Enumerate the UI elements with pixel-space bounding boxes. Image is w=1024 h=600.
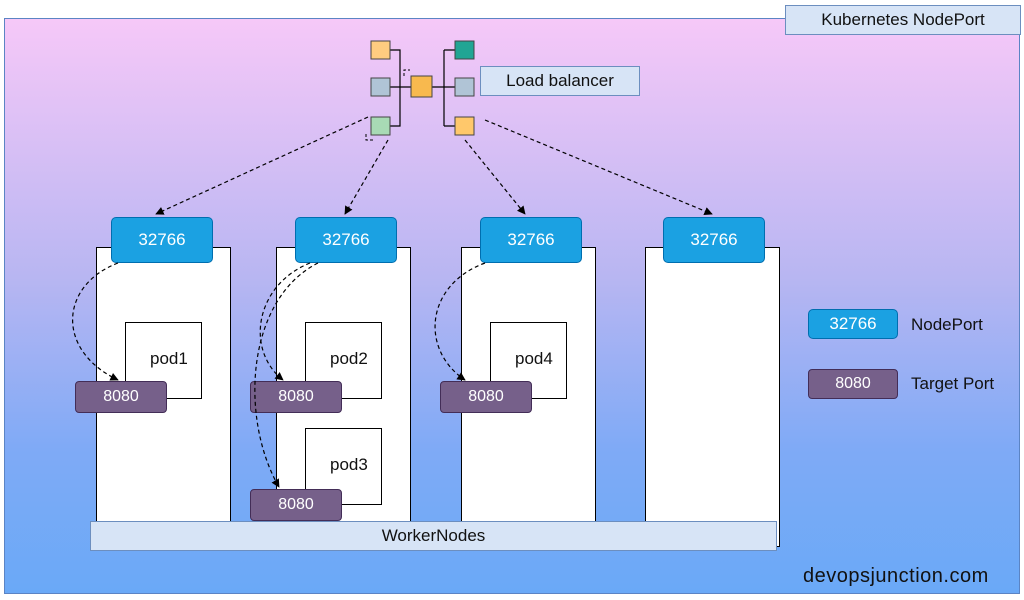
load-balancer-label: Load balancer — [480, 66, 640, 96]
lb-to-node-4-arrow — [484, 119, 713, 215]
brand-watermark: devopsjunction.com — [803, 565, 989, 587]
lb-to-node-3-arrow — [464, 139, 526, 215]
pod-label: pod2 — [330, 349, 368, 368]
load-balancer-icon — [365, 40, 475, 141]
targetport-badge-pod3: 8080 — [250, 489, 342, 521]
nodeport-to-pod4-arrow — [434, 262, 486, 381]
nodeport-to-pod1-arrow — [72, 262, 119, 381]
pod-label: pod3 — [330, 455, 368, 474]
worker-node-4 — [645, 247, 780, 547]
legend-targetport-label: Target Port — [911, 374, 995, 393]
targetport-badge-pod1: 8080 — [75, 381, 167, 413]
pod-label: pod1 — [150, 349, 188, 368]
legend-nodeport-label: NodePort — [911, 315, 983, 334]
pod-label: pod4 — [515, 349, 553, 368]
nodeport-badge-2: 32766 — [295, 217, 397, 263]
nodeport-badge-4: 32766 — [663, 217, 765, 263]
nodeport-to-pod3-arrow — [254, 262, 319, 488]
lb-to-node-1-arrow — [155, 116, 369, 215]
legend-targetport-swatch: 8080 — [808, 369, 898, 399]
nodeport-to-pod2-arrow — [259, 262, 311, 381]
worker-nodes-label: WorkerNodes — [90, 521, 777, 551]
targetport-badge-pod2: 8080 — [250, 381, 342, 413]
nodeport-badge-1: 32766 — [111, 217, 213, 263]
targetport-badge-pod4: 8080 — [440, 381, 532, 413]
pod-box-3: pod3 — [305, 428, 382, 505]
legend-nodeport-swatch: 32766 — [808, 309, 898, 339]
nodeport-badge-3: 32766 — [480, 217, 582, 263]
lb-to-node-2-arrow — [344, 139, 389, 215]
diagram-title: Kubernetes NodePort — [785, 5, 1021, 35]
